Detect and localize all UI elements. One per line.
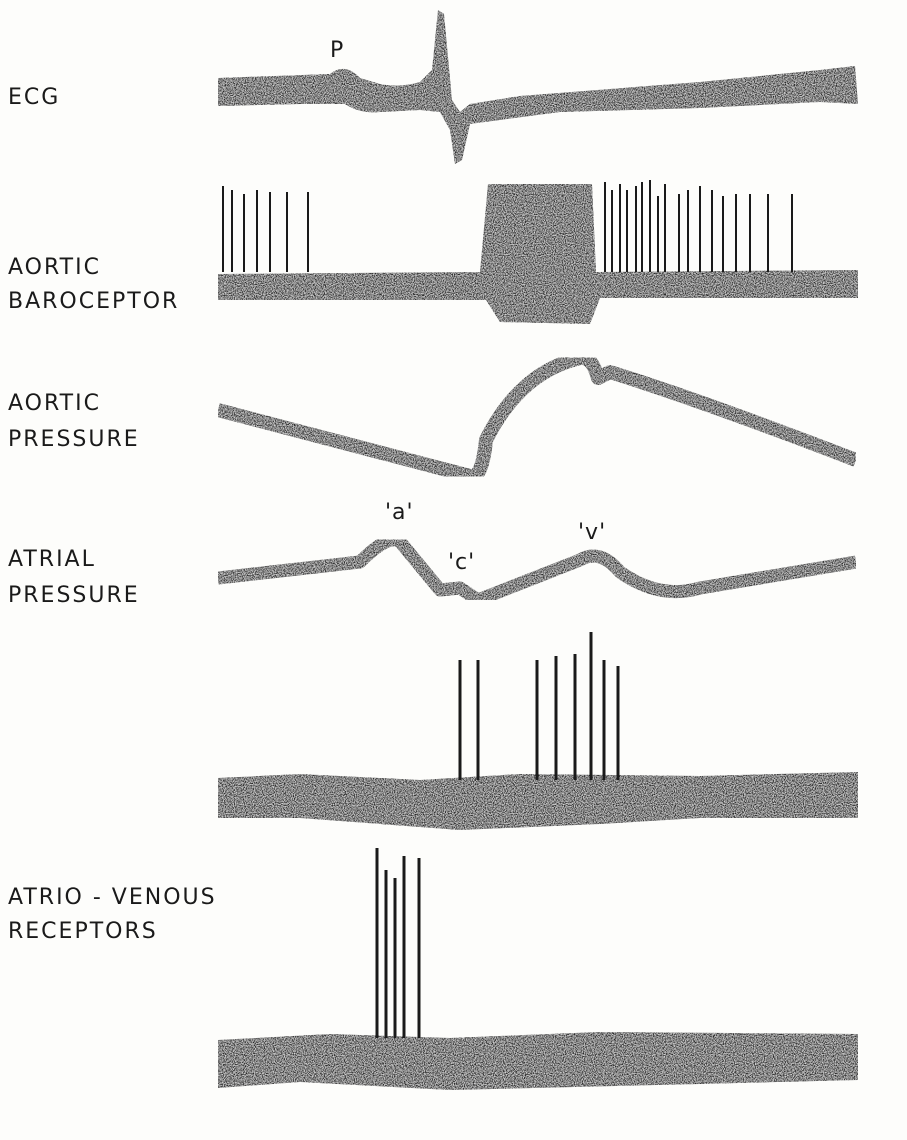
annotation-c-wave: 'c'	[448, 550, 476, 575]
atrio-venous-trace-2	[218, 848, 858, 1090]
label-atrio-venous-line2: RECEPTORS	[8, 919, 158, 944]
ecg-trace	[218, 10, 858, 164]
annotation-p-wave: P	[330, 38, 345, 63]
label-aortic-pressure-line2: PRESSURE	[8, 427, 140, 452]
label-atrial-pressure-line1: ATRIAL	[8, 547, 96, 572]
label-atrio-venous-line1: ATRIO - VENOUS	[8, 885, 217, 910]
aortic-pressure-trace	[216, 350, 859, 484]
annotation-a-wave: 'a'	[385, 500, 414, 525]
label-aortic-pressure-line1: AORTIC	[8, 391, 101, 416]
annotation-v-wave: 'v'	[578, 520, 607, 545]
atrio-venous-spikes-2	[375, 848, 421, 1038]
atrial-pressure-trace	[217, 533, 858, 607]
atrio-venous-spikes-1	[458, 632, 620, 780]
aortic-baroceptor-trace	[218, 180, 858, 324]
atrio-venous-trace-1	[218, 632, 858, 830]
baroceptor-spikes	[222, 180, 793, 272]
label-aortic-baroceptor-line1: AORTIC	[8, 255, 101, 280]
label-ecg: ECG	[8, 85, 61, 110]
label-atrial-pressure-line2: PRESSURE	[8, 583, 140, 608]
label-aortic-baroceptor-line2: BAROCEPTOR	[8, 289, 180, 314]
